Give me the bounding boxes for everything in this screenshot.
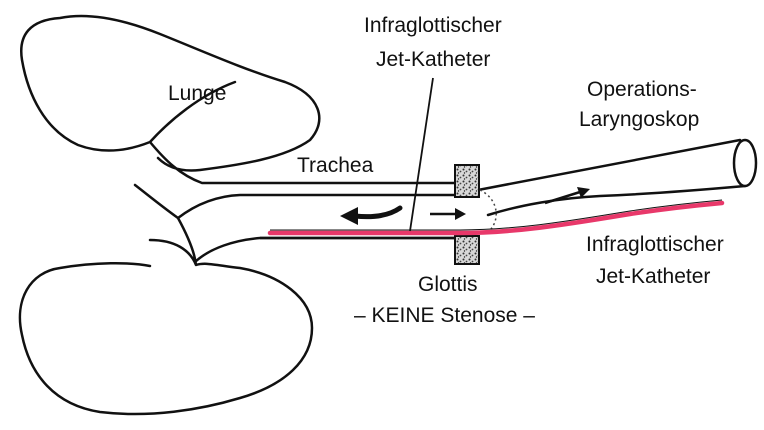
laryngoscope-label-line1: Operations- (587, 78, 697, 101)
glottis-lower-block (454, 235, 480, 265)
flow-arrow-glottis (430, 208, 466, 220)
jet-catheter-edge (270, 199, 723, 231)
bottom-catheter-label-line2: Jet-Katheter (596, 265, 711, 288)
lower-lung-outline (18, 216, 457, 416)
laryngoscope-opening (732, 138, 758, 188)
stenosis-note: – KEINE Stenose – (354, 304, 535, 327)
lung-label: Lunge (168, 82, 227, 105)
glottis-label: Glottis (418, 273, 478, 296)
flow-arrow-laryngoscope (544, 187, 590, 205)
flow-arrow-left (340, 205, 403, 225)
laryngoscope-label-line2: Laryngoskop (579, 108, 700, 131)
glottis-upper-block (454, 164, 480, 198)
top-catheter-label-line1: Infraglottischer (364, 14, 502, 37)
catheter-pointer-line (409, 77, 434, 232)
jet-catheter (267, 200, 725, 236)
laryngoscope-outline (476, 138, 747, 217)
glottis-dotted-arc (479, 189, 497, 233)
bottom-catheter-label-line1: Infraglottischer (586, 233, 724, 256)
top-catheter-label-line2: Jet-Katheter (376, 48, 491, 71)
trachea-label: Trachea (297, 154, 374, 177)
